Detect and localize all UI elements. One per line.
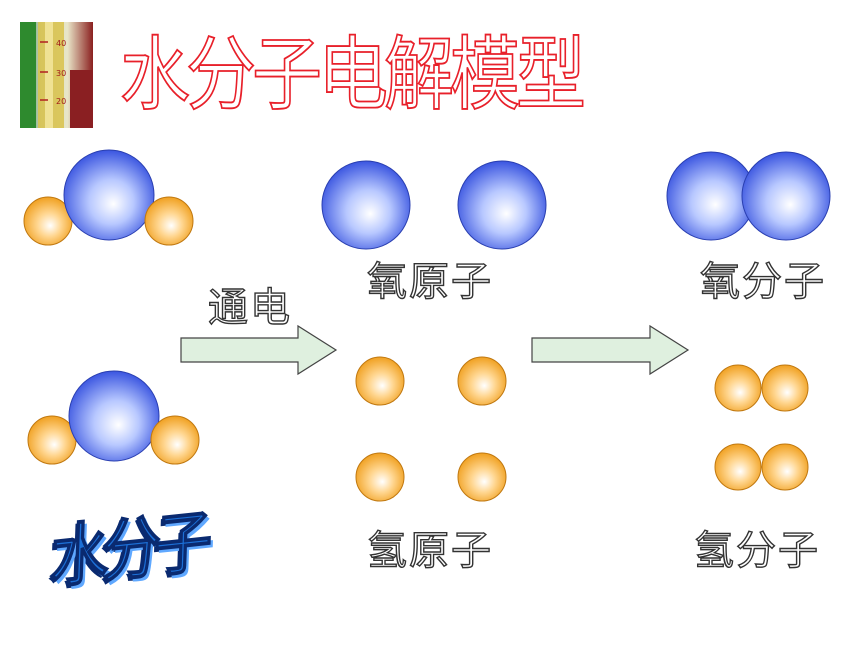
water-molecule-wordart: 水分子 <box>48 502 208 599</box>
water-molecule-bottom <box>27 370 200 465</box>
scale-mark-20: 20 <box>56 97 66 106</box>
oxygen-atom <box>63 149 155 241</box>
arrow-right-icon <box>180 324 338 376</box>
oxygen-atom <box>741 151 831 241</box>
oxygen-atom <box>457 160 547 250</box>
oxygen-atom-label: 氧原子 <box>366 258 493 305</box>
scale-mark-30: 30 <box>56 69 66 78</box>
hydrogen-atom-label: 氢原子 <box>366 527 493 574</box>
hydrogen-atom <box>457 356 507 406</box>
electrify-label: 通电 <box>207 284 292 331</box>
hydrogen-molecule-label: 氢分子 <box>693 527 820 574</box>
hydrogen-atom <box>355 356 405 406</box>
water-molecule-top <box>23 149 194 246</box>
hydrogen-atom <box>714 443 762 491</box>
page-title: 水分子电解模型 <box>119 27 587 123</box>
hydrogen-atom <box>761 443 809 491</box>
test-tubes-image <box>20 22 93 128</box>
hydrogen-atom <box>144 196 194 246</box>
oxygen-atom <box>321 160 411 250</box>
oxygen-molecule-label: 氧分子 <box>699 258 826 305</box>
arrow-right-icon <box>531 324 690 376</box>
scale-mark-40: 40 <box>56 39 66 48</box>
hydrogen-atom <box>27 415 77 465</box>
hydrogen-atom <box>150 415 200 465</box>
hydrogen-atom <box>355 452 405 502</box>
hydrogen-molecule <box>714 364 809 412</box>
oxygen-molecule <box>666 151 831 241</box>
hydrogen-atom <box>761 364 809 412</box>
oxygen-atom <box>68 370 160 462</box>
hydrogen-molecule <box>714 443 809 491</box>
hydrogen-atom <box>714 364 762 412</box>
hydrogen-atom <box>457 452 507 502</box>
